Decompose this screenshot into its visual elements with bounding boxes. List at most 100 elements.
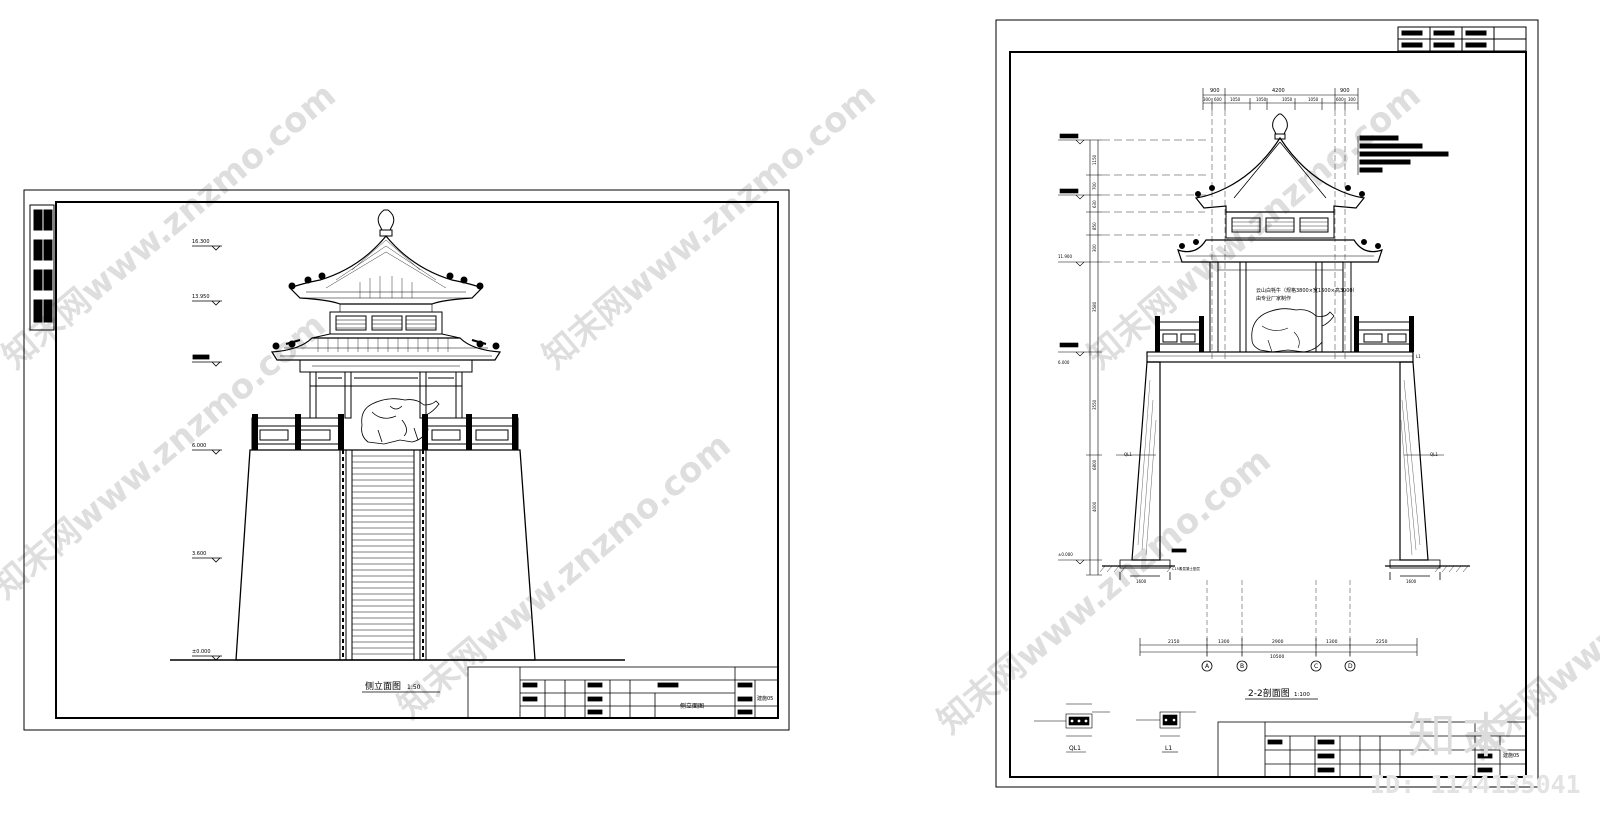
axis-bubble: D [1344, 660, 1356, 672]
svg-text:1050: 1050 [1230, 97, 1241, 102]
detail-l1: L1 [1136, 711, 1196, 753]
svg-text:1150: 1150 [1092, 154, 1097, 165]
watermark-text: 知末网www.znzmo.com [390, 425, 739, 727]
top-dimension-chain: 900 4200 900 300 600 1050 1050 1050 1050… [1202, 88, 1359, 360]
right-sheet-inner-border [1009, 51, 1527, 778]
axis-bubbles: A B C D [1201, 660, 1356, 672]
svg-text:4200: 4200 [1272, 88, 1285, 94]
svg-text:3.600: 3.600 [192, 551, 206, 557]
svg-text:3550: 3550 [1092, 399, 1097, 410]
central-stair [339, 449, 427, 661]
left-sheet-outer-border [23, 189, 790, 731]
svg-text:300: 300 [1203, 97, 1211, 102]
right-binding-strip [1397, 26, 1527, 52]
svg-text:10500: 10500 [1270, 654, 1284, 660]
elevation-marker [192, 354, 222, 367]
right-sheet-outer-border [995, 19, 1539, 788]
svg-text:±0.000: ±0.000 [1058, 552, 1073, 557]
svg-text:900: 900 [1340, 88, 1350, 94]
detail-ql1: QL1 [1034, 703, 1110, 753]
left-sheet-inner-border [55, 201, 779, 719]
upper-roof [288, 235, 484, 312]
watermark-text: 知末网www.znzmo.com [535, 75, 884, 377]
svg-text:1300: 1300 [1218, 639, 1230, 645]
svg-text:1050: 1050 [1282, 97, 1293, 102]
platform-slab: L1 [1146, 351, 1421, 363]
svg-text:600: 600 [1214, 97, 1222, 102]
right-drawing-scale: 1:100 [1294, 692, 1310, 698]
left-sheet: 16.300 13.950 6.000 3.600 ±0.000 [23, 189, 790, 731]
svg-text:4000: 4000 [1092, 501, 1097, 512]
axis-bubble: B [1236, 660, 1248, 672]
left-balustrade [251, 414, 344, 451]
svg-text:2150: 2150 [1168, 639, 1180, 645]
right-title-block: 建施05 [1217, 721, 1527, 778]
elevation-marker: 6.000 [192, 443, 222, 455]
right-balustrade [422, 414, 519, 451]
svg-text:L1: L1 [1416, 354, 1421, 359]
pavilion-section: 云山白牦牛（规格3800×宽1600×高3000） 由专业厂家制作 [1155, 113, 1449, 353]
svg-text:16.300: 16.300 [192, 239, 210, 245]
ox-sculpture [361, 398, 440, 445]
svg-text:600: 600 [1336, 97, 1344, 102]
svg-text:QL1: QL1 [1069, 745, 1081, 752]
svg-text:C15素混凝土垫层: C15素混凝土垫层 [1172, 566, 1200, 571]
svg-text:900: 900 [1210, 88, 1220, 94]
svg-text:QL1: QL1 [1430, 452, 1438, 457]
axis-bubble: A [1201, 660, 1213, 672]
elevation-marker: 3.600 [192, 551, 222, 563]
brand-logo: 知末 [1408, 708, 1517, 764]
svg-text:由专业厂家制作: 由专业厂家制作 [1256, 295, 1291, 302]
svg-text:850: 850 [1092, 222, 1097, 230]
svg-text:2900: 2900 [1272, 639, 1284, 645]
svg-text:±0.000: ±0.000 [192, 649, 211, 655]
left-titleblock-name: 侧立面图 [680, 702, 704, 710]
lower-eave [270, 333, 502, 373]
pavilion-columns [309, 371, 463, 419]
platform-base [235, 449, 536, 661]
svg-text:300: 300 [1348, 97, 1356, 102]
watermark-text: 知末网www.znzmo.com [930, 440, 1279, 742]
svg-text:6.000: 6.000 [192, 443, 206, 449]
elevation-marker: ±0.000 [192, 649, 222, 661]
svg-text:11.900: 11.900 [1058, 254, 1072, 259]
axis-bubble: C [1310, 660, 1322, 672]
left-title-block: 侧立面图 建施05 [467, 666, 779, 719]
svg-text:6800: 6800 [1092, 459, 1097, 470]
right-drawing-title: 2-2剖面图 [1248, 687, 1290, 699]
svg-text:QL1: QL1 [1124, 452, 1132, 457]
elevation-marker: 16.300 [192, 239, 222, 251]
svg-text:云山白牦牛（规格3800×宽1600×高3000）: 云山白牦牛（规格3800×宽1600×高3000） [1256, 287, 1358, 294]
left-drawing-scale: 1:50 [407, 684, 421, 691]
elevation-marker: 13.950 [192, 294, 222, 306]
svg-text:L1: L1 [1165, 745, 1172, 752]
svg-text:300: 300 [1092, 244, 1097, 252]
svg-text:1600: 1600 [1406, 579, 1417, 584]
svg-text:700: 700 [1092, 182, 1097, 190]
right-sheet: 900 4200 900 300 600 1050 1050 1050 1050… [995, 19, 1539, 788]
svg-text:1050: 1050 [1256, 97, 1267, 102]
image-id-label: ID: 1144135041 [1370, 770, 1581, 799]
svg-text:D: D [1348, 663, 1353, 670]
svg-text:630: 630 [1092, 200, 1097, 208]
svg-text:1300: 1300 [1326, 639, 1338, 645]
svg-text:2250: 2250 [1376, 639, 1388, 645]
upper-lattice-band [329, 311, 443, 335]
left-titleblock-number: 建施05 [757, 695, 773, 702]
watermark-layer: 知末网www.znzmo.com 知末网www.znzmo.com 知末网www… [0, 75, 1600, 767]
svg-text:1600: 1600 [1136, 579, 1147, 584]
svg-text:A: A [1205, 663, 1210, 670]
left-drawing-title: 侧立面图 [365, 680, 401, 692]
svg-text:13.950: 13.950 [192, 294, 210, 300]
svg-text:1050: 1050 [1308, 97, 1319, 102]
roof-finial [377, 209, 395, 237]
left-binding-strip [29, 204, 55, 331]
svg-text:3580: 3580 [1092, 301, 1097, 312]
footings: 1600 1600 C15素混凝土垫层 [1099, 548, 1470, 584]
svg-text:B: B [1240, 663, 1244, 670]
left-elevation-markers: 16.300 13.950 6.000 3.600 ±0.000 [192, 239, 222, 661]
bottom-dimension-chain: 2150 1300 2900 1300 2250 10500 [1139, 580, 1418, 660]
right-titleblock-number: 建施05 [1503, 752, 1519, 759]
svg-text:C: C [1314, 663, 1318, 670]
